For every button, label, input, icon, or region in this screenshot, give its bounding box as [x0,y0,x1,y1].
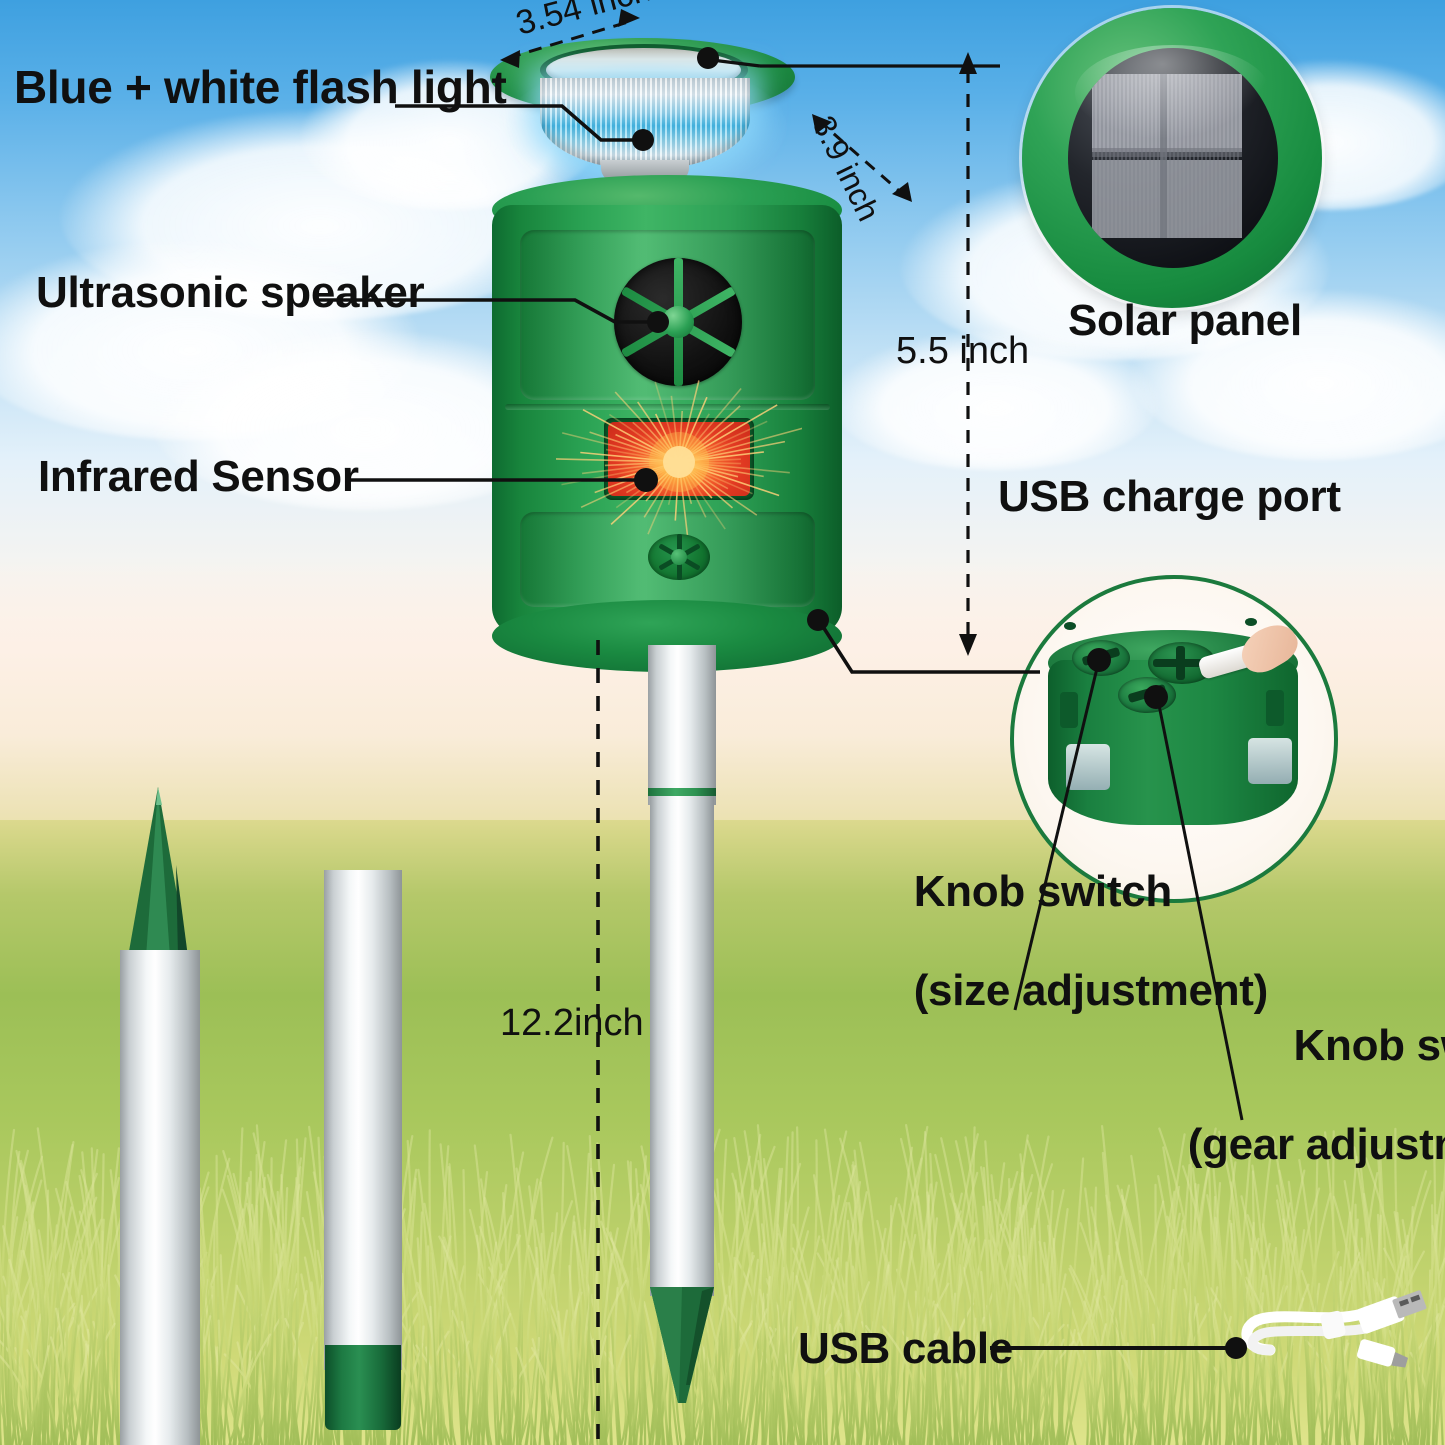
center-stake-tip [650,1287,714,1403]
cloud-shape [1130,290,1445,460]
label-ultrasonic-speaker: Ultrasonic speaker [36,268,425,317]
label-knob-switch-size-line2: (size adjustment) [913,965,1269,1015]
label-knob-switch-size-line1: Knob switch [913,867,1173,917]
underside-center-vent-cross [1153,659,1211,667]
label-knob-switch-gear-line1: Knob switch [1293,1021,1445,1071]
center-stake-joint [648,788,716,796]
infrared-sensor-icon [608,422,750,496]
label-flash-light: Blue + white flash light [14,61,507,113]
usb-plug-icon [1241,1290,1427,1368]
label-usb-cable: USB cable [798,1324,1013,1373]
dimension-body-height: 5.5 inch [896,330,1030,372]
label-knob-switch-gear-line2: (gear adjustment) [1187,1119,1445,1169]
label-knob-switch-size: Knob switch (size adjustment) [866,818,1269,1064]
label-infrared-sensor: Infrared Sensor [38,452,359,501]
center-stake-upper [648,645,716,805]
cloud-shape [830,330,1160,470]
pir-window [1066,744,1110,790]
device-seam [505,404,830,410]
dimension-stake-length: 12.2inch [500,1002,644,1044]
lower-vent-icon [648,534,710,580]
underside-screw [1064,622,1076,630]
solar-panel-gloss [1075,45,1270,140]
speaker-grille-icon [614,258,742,386]
underside-screw [1245,618,1257,626]
stake-piece-right-cap [325,1345,401,1430]
underside-clip [1266,690,1284,726]
pir-window [1248,738,1292,784]
label-usb-charge-port: USB charge port [998,472,1341,521]
stake-piece-tip-cone [128,787,188,957]
solar-panel-icon [1068,48,1278,268]
stake-piece-right-tube [324,870,402,1370]
stake-piece-left-tube [120,950,200,1445]
label-knob-switch-gear: Knob switch (gear adjustment) [1140,972,1445,1218]
label-solar-panel: Solar panel [1068,296,1302,345]
center-stake-lower [650,796,714,1296]
underside-clip [1060,692,1078,728]
